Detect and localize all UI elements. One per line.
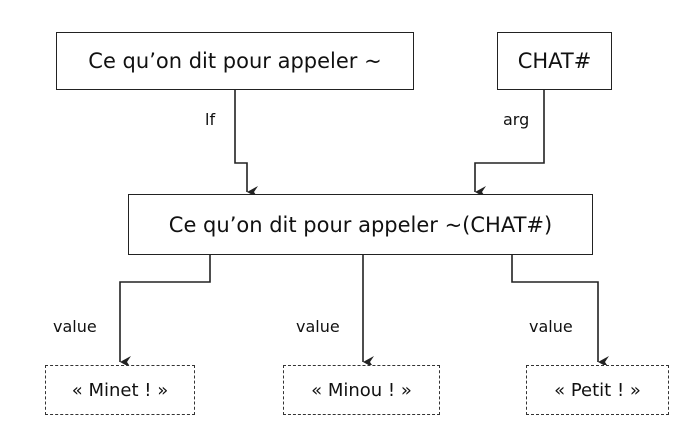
node-function-phrase: Ce qu’on dit pour appeler ~ <box>56 32 414 90</box>
edge-call-to-out1 <box>119 255 211 368</box>
edge-label-value-2: value <box>296 317 340 336</box>
edge-label-value-3: value <box>529 317 573 336</box>
edge-call-to-out3 <box>511 255 609 368</box>
edge-func-to-call <box>234 90 258 198</box>
edge-label-lf: lf <box>205 110 216 129</box>
edge-label-arg: arg <box>503 110 530 129</box>
edge-arg-to-call <box>474 90 545 198</box>
edge-label-value-1: value <box>53 317 97 336</box>
node-value-minet: « Minet ! » <box>45 365 195 415</box>
node-cat-argument: CHAT# <box>497 32 612 90</box>
node-value-petit: « Petit ! » <box>526 365 669 415</box>
node-value-minou: « Minou ! » <box>283 365 440 415</box>
node-call-expression: Ce qu’on dit pour appeler ~(CHAT#) <box>128 194 593 255</box>
